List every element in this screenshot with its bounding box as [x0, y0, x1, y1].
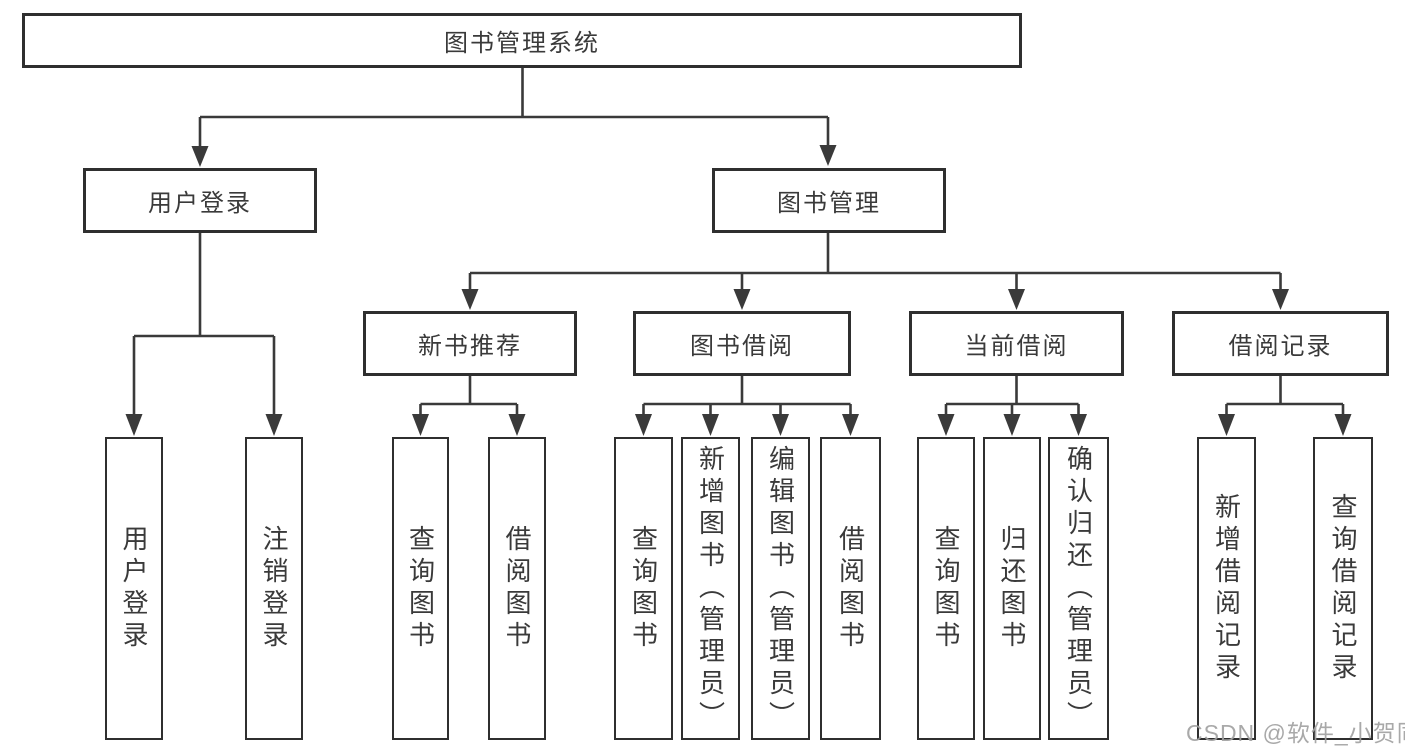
node-root: 图书管理系统 — [22, 13, 1022, 68]
arrow-down-icon — [1272, 289, 1289, 310]
leaf-current-query-books: 查询图书 — [917, 437, 975, 740]
leaf-current-return-books-label: 归还图书 — [997, 524, 1027, 653]
node-user-login-label: 用户登录 — [148, 190, 252, 217]
node-book-borrow-label: 图书借阅 — [690, 333, 794, 360]
node-current-borrow-label: 当前借阅 — [964, 333, 1069, 360]
arrowhead-icons — [125, 145, 1352, 436]
leaf-record-query-borrow-record: 查询借阅记录 — [1313, 437, 1373, 740]
leaf-new-book-query-books: 查询图书 — [392, 437, 449, 740]
arrow-down-icon — [125, 414, 143, 436]
arrow-down-icon — [191, 146, 209, 167]
leaf-logout: 注销登录 — [245, 437, 303, 740]
node-current-borrow: 当前借阅 — [909, 311, 1124, 376]
leaf-new-book-query-books-label: 查询图书 — [405, 524, 436, 653]
arrow-down-icon — [1003, 414, 1021, 436]
arrow-down-icon — [772, 414, 789, 436]
leaf-user-login: 用户登录 — [105, 437, 163, 740]
leaf-record-add-borrow-record-label: 新增借阅记录 — [1211, 492, 1242, 685]
node-book-management-label: 图书管理 — [777, 190, 881, 217]
leaf-borrow-borrow-books-label: 借阅图书 — [835, 524, 866, 653]
node-user-login: 用户登录 — [83, 168, 317, 233]
node-book-management: 图书管理 — [712, 168, 946, 233]
leaf-user-login-label: 用户登录 — [119, 524, 149, 653]
leaf-borrow-add-books-admin-label: 新增图书（管理员） — [695, 444, 726, 733]
leaf-record-add-borrow-record: 新增借阅记录 — [1197, 437, 1256, 740]
leaf-borrow-query-books: 查询图书 — [614, 437, 673, 740]
leaf-logout-label: 注销登录 — [259, 524, 289, 653]
arrow-down-icon — [819, 145, 837, 166]
arrow-down-icon — [265, 414, 283, 436]
arrow-down-icon — [1218, 414, 1235, 436]
leaf-current-return-books: 归还图书 — [983, 437, 1041, 740]
arrow-down-icon — [937, 414, 955, 436]
csdn-watermark: CSDN @软件_小贺同学 — [1186, 720, 1405, 746]
arrow-down-icon — [635, 414, 652, 436]
leaf-borrow-edit-books-admin: 编辑图书（管理员） — [751, 437, 810, 740]
arrow-down-icon — [1008, 289, 1025, 310]
node-new-book-recommend: 新书推荐 — [363, 311, 577, 376]
leaf-borrow-borrow-books: 借阅图书 — [820, 437, 881, 740]
arrow-down-icon — [733, 289, 751, 310]
leaf-borrow-query-books-label: 查询图书 — [628, 524, 659, 653]
arrow-down-icon — [1334, 414, 1352, 436]
node-borrow-record: 借阅记录 — [1172, 311, 1389, 376]
node-borrow-record-label: 借阅记录 — [1228, 333, 1333, 360]
arrow-down-icon — [702, 414, 719, 436]
leaf-borrow-add-books-admin: 新增图书（管理员） — [681, 437, 740, 740]
leaf-current-confirm-return-admin: 确认归还（管理员） — [1048, 437, 1109, 740]
connector-shafts — [132, 68, 1345, 418]
node-book-borrow: 图书借阅 — [633, 311, 851, 376]
leaf-current-query-books-label: 查询图书 — [931, 524, 961, 653]
leaf-new-book-borrow-books: 借阅图书 — [488, 437, 546, 740]
arrow-down-icon — [842, 414, 859, 436]
leaf-borrow-edit-books-admin-label: 编辑图书（管理员） — [765, 444, 796, 733]
arrow-down-icon — [461, 289, 479, 310]
leaf-new-book-borrow-books-label: 借阅图书 — [502, 524, 532, 653]
leaf-record-query-borrow-record-label: 查询借阅记录 — [1328, 492, 1358, 685]
arrow-down-icon — [412, 414, 429, 436]
arrow-down-icon — [1070, 414, 1087, 436]
node-root-label: 图书管理系统 — [444, 30, 600, 57]
node-new-book-recommend-label: 新书推荐 — [418, 333, 522, 360]
leaf-current-confirm-return-admin-label: 确认归还（管理员） — [1063, 444, 1094, 733]
arrow-down-icon — [508, 414, 526, 436]
